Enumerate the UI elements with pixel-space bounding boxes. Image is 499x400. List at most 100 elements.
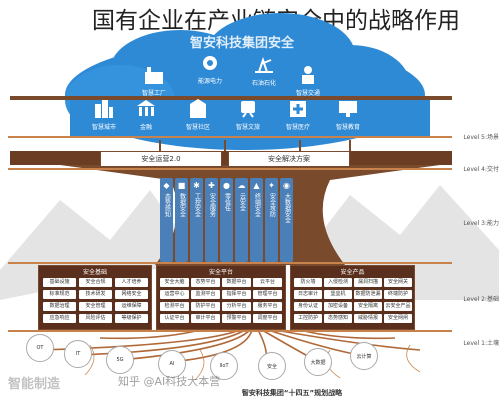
panel-right-cell: 云安全产品 [384, 302, 412, 311]
tools-icon: ✚ [208, 181, 215, 190]
panel-right: 安全产品 防火墙 入侵检测 漏洞扫描 安全网关 日志审计 堡垒机 数据防泄漏 终… [290, 265, 415, 330]
level-label-5: Level 5:场景 [463, 134, 499, 141]
cloud-icon-label-5: 智慧城市 [91, 124, 116, 131]
panel-right-cell: 漏洞扫描 [354, 278, 382, 287]
pillar-8: ✦ 安全攻防 [265, 178, 278, 262]
shield-icon: ◆ [163, 181, 170, 190]
pillar-2: ■ 数据安全 [175, 178, 188, 262]
panel-center-cell: 态势平台 [191, 278, 220, 287]
panel-left-cell: 安全管理 [79, 302, 112, 311]
cloud-icon-9 [284, 96, 312, 122]
cloud-icon-3 [250, 52, 278, 78]
panel-right-title: 安全产品 [340, 269, 365, 276]
trunk-header-right: 安全解决方案 [228, 151, 350, 167]
panel-center: 安全平台 安全大脑 态势平台 数据中台 云平台 运营中心 监测平台 指挥平台 管… [156, 265, 286, 330]
panel-center-title: 安全平台 [208, 269, 233, 276]
panel-right-cell: 安全隔离 [354, 302, 382, 311]
pillar-label-9: 大数据安全 [283, 193, 291, 223]
pillar-label-8: 安全攻防 [268, 193, 276, 217]
cloud-icon-4 [294, 62, 322, 88]
panel-center-cell: 数据中台 [222, 278, 251, 287]
key-icon: ● [223, 181, 230, 190]
panel-left-cell: 基础设施 [43, 278, 76, 287]
hospital-icon [290, 101, 306, 117]
gear-icon: ✱ [193, 181, 200, 190]
cloud-icon-10 [334, 96, 362, 122]
factory-icon [145, 67, 163, 84]
level-line-4 [8, 168, 452, 170]
pillar-5: ● 零信任 [220, 178, 233, 262]
panel-right-cell: 安全网关 [384, 278, 412, 287]
panel-left-cell: 等级保护 [115, 314, 148, 323]
branch-lines [159, 140, 351, 151]
panel-center-cell: 防护平台 [191, 302, 220, 311]
panel-center-cell: 分析平台 [222, 302, 251, 311]
panel-center-cell: 调度平台 [253, 314, 282, 323]
terminal-icon: ▲ [253, 181, 260, 190]
pillar-label-2: 数据安全 [178, 193, 186, 217]
oil-pump-icon [255, 56, 273, 73]
root-node: AI [158, 350, 186, 378]
data-icon: ◉ [283, 181, 290, 190]
panel-left-cell: 技术研发 [79, 290, 112, 299]
pillar-9: ◉ 大数据安全 [280, 178, 293, 262]
worker-icon [302, 66, 314, 84]
cloud-icon-label-8: 智慧文旅 [235, 124, 260, 131]
watermark-left: 智能制造 [8, 377, 61, 392]
level-line-1 [8, 330, 452, 332]
panel-left-cell: 数据治理 [43, 302, 76, 311]
root-node: 5G [106, 346, 134, 374]
root-node: OT [26, 334, 54, 362]
root-node: 云计算 [350, 342, 378, 370]
cloud-title: 智安科技集团安全 [189, 36, 294, 51]
panel-left-cell: 标准规范 [43, 290, 76, 299]
panel-left-title: 安全基础 [82, 269, 107, 276]
level-line-2 [8, 262, 452, 264]
screen-icon [339, 101, 357, 117]
panel-left-cell: 风险评估 [79, 314, 112, 323]
gear-icon [203, 56, 217, 70]
panel-center-cell: 认证平台 [160, 314, 189, 323]
bottom-banner: 智安科技集团“十四五”规划战略 [241, 389, 343, 397]
pillar-label-3: 工控安全 [193, 193, 201, 217]
panel-center-cell: 服务平台 [253, 302, 282, 311]
root-node: 安全 [258, 352, 286, 380]
level-line-5 [8, 136, 452, 138]
panel-right-cell: 加密设备 [324, 302, 352, 311]
gov-icon [190, 99, 206, 118]
cloud-icon-label-9: 智慧医疗 [285, 124, 310, 131]
pillar-label-5: 零信任 [223, 193, 231, 211]
panel-center-cell: 检测平台 [160, 302, 189, 311]
cloud-icon-1 [140, 62, 168, 88]
pillar-label-6: 云安全 [238, 193, 246, 211]
cloud-icon-label-1: 智慧工厂 [141, 90, 166, 97]
panel-left-cell: 应急响应 [43, 314, 76, 323]
panel-right-cell: 工控防护 [294, 314, 322, 323]
panel-center-cell: 审计平台 [191, 314, 220, 323]
pillar-4: ✚ 安全服务 [205, 178, 218, 262]
panel-right-cell: 堡垒机 [324, 290, 352, 299]
pillar-3: ✱ 工控安全 [190, 178, 203, 262]
panel-center-cell: 预警平台 [222, 314, 251, 323]
panel-right-cell: 态势感知 [324, 314, 352, 323]
level-label-3: Level 3:能力 [463, 220, 499, 227]
cloud-icon-label-10: 智慧教育 [335, 124, 360, 131]
panel-right-cell: 威胁情报 [354, 314, 382, 323]
cloud-icon-label-6: 金融 [139, 124, 152, 131]
root-node: IIoT [210, 352, 238, 380]
panel-right-cell: 防火墙 [294, 278, 322, 287]
level-label-4: Level 4:交付 [463, 166, 499, 173]
pillar-1: ◆ 态势感知 [160, 178, 173, 262]
panel-center-cell: 运营中心 [160, 290, 189, 299]
cloud-icon-label-2: 能源电力 [197, 78, 222, 85]
panel-center-cell: 监测平台 [191, 290, 220, 299]
cloud-icon-7 [184, 96, 212, 122]
watermark-zhihu: 知乎 @AI科技大本营 [118, 375, 221, 388]
sword-icon: ✦ [268, 181, 275, 190]
level-label-1: Level 1:土壤 [463, 340, 499, 347]
pillar-label-7: 终端安全 [253, 193, 261, 217]
cloud-icon-label-4: 智慧交通 [295, 90, 320, 97]
pillar-6: ☁ 云安全 [235, 178, 248, 262]
city-icon [95, 100, 113, 118]
cloud-icon-label-3: 石油石化 [251, 80, 276, 87]
